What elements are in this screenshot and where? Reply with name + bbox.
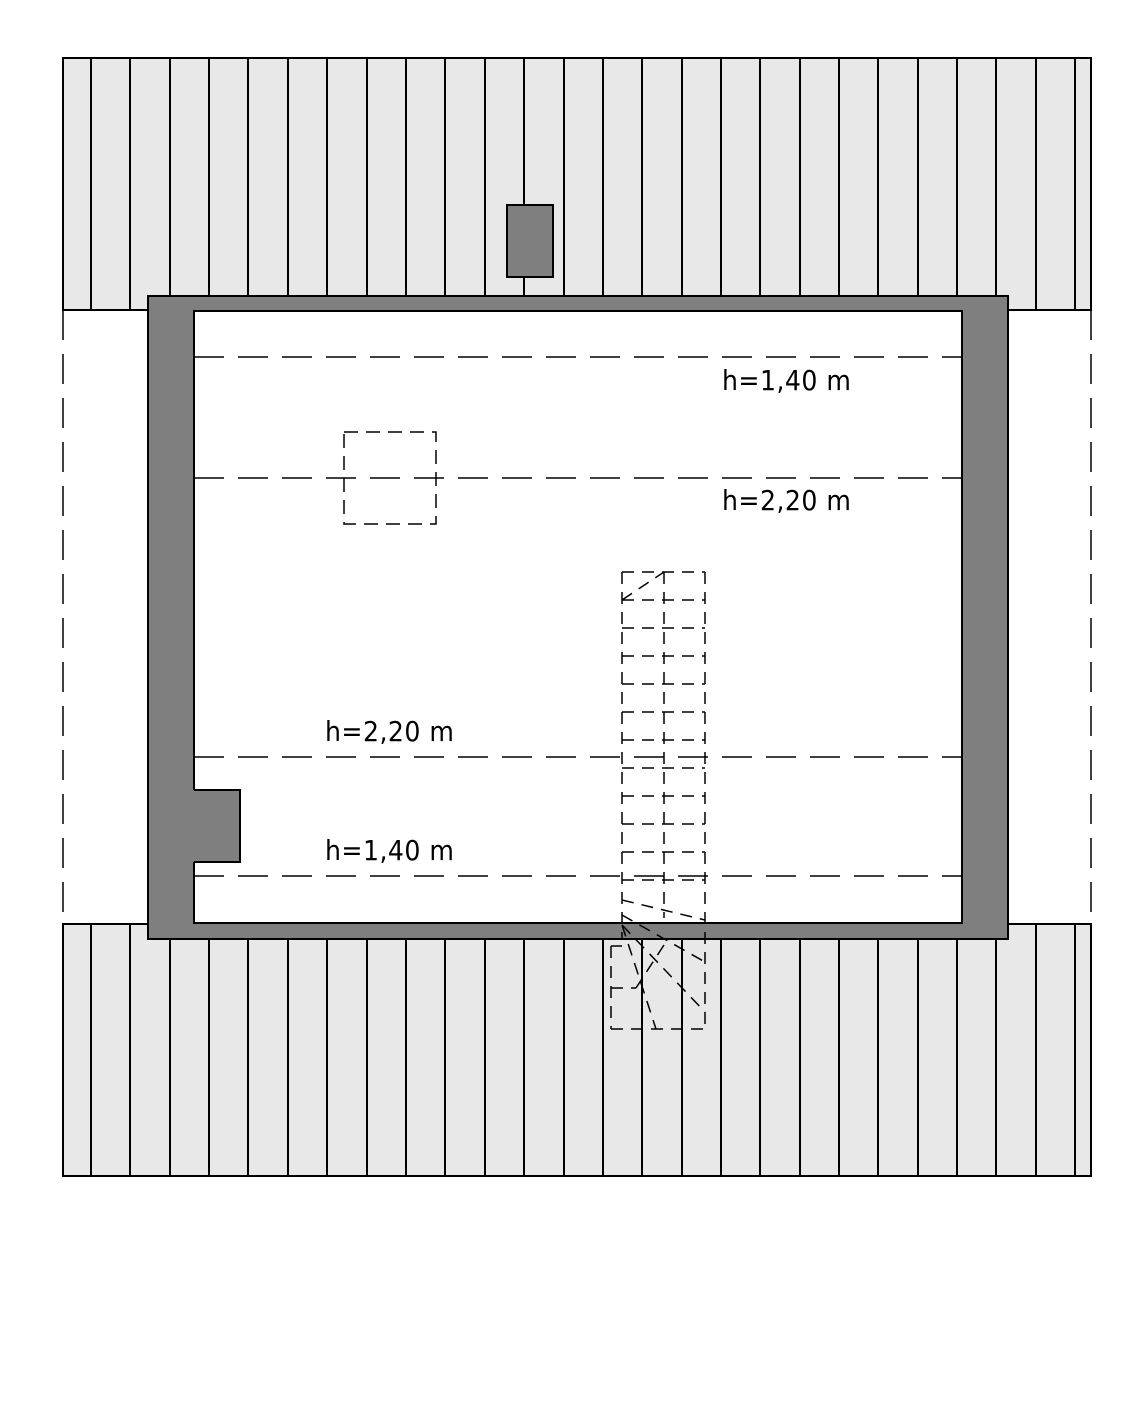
height-lines <box>194 356 962 877</box>
height-label-4: h=1,40 m <box>325 834 455 867</box>
height-label-2: h=2,20 m <box>722 484 852 517</box>
height-label-3: h=2,20 m <box>325 715 455 748</box>
height-label-1: h=1,40 m <box>722 364 852 397</box>
roof-bottom-band <box>62 923 1092 1177</box>
eave-dashed-lines <box>62 310 1092 924</box>
skylight-window <box>343 431 437 525</box>
chimney <box>506 204 554 278</box>
staircase <box>610 571 706 1030</box>
exterior-walls <box>147 295 1009 940</box>
roof-top-band <box>62 57 1092 311</box>
